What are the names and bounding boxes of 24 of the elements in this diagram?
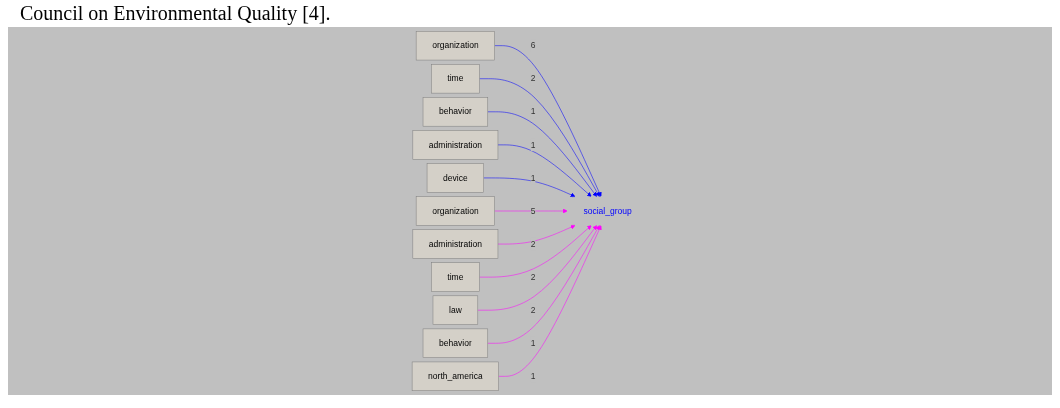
node-box: time [431,64,480,94]
edge-label: 2 [530,239,536,249]
node-box: behavior [422,97,489,127]
edge-label: 2 [530,305,536,315]
node-box: organization [415,196,495,226]
node-text: social_group [583,206,632,216]
edge-label: 2 [530,272,536,282]
node-box: time [431,262,480,292]
edge-label: 1 [530,107,536,117]
edge-label: 5 [530,206,536,216]
node-box: administration [412,229,499,259]
node-box: device [426,163,484,193]
node-box: administration [412,130,499,160]
edge-label: 1 [530,140,536,150]
edge-label: 1 [530,173,536,183]
note-text: Council on Environmental Quality [4]. [20,2,332,25]
node-box: north_america [411,361,499,391]
edge-label: 2 [530,73,536,83]
edge-label: 1 [530,371,536,381]
node-box: organization [415,31,495,61]
node-box: behavior [422,328,489,358]
node-box: law [432,295,479,325]
edge-label: 1 [530,338,536,348]
edge-label: 6 [530,40,536,50]
